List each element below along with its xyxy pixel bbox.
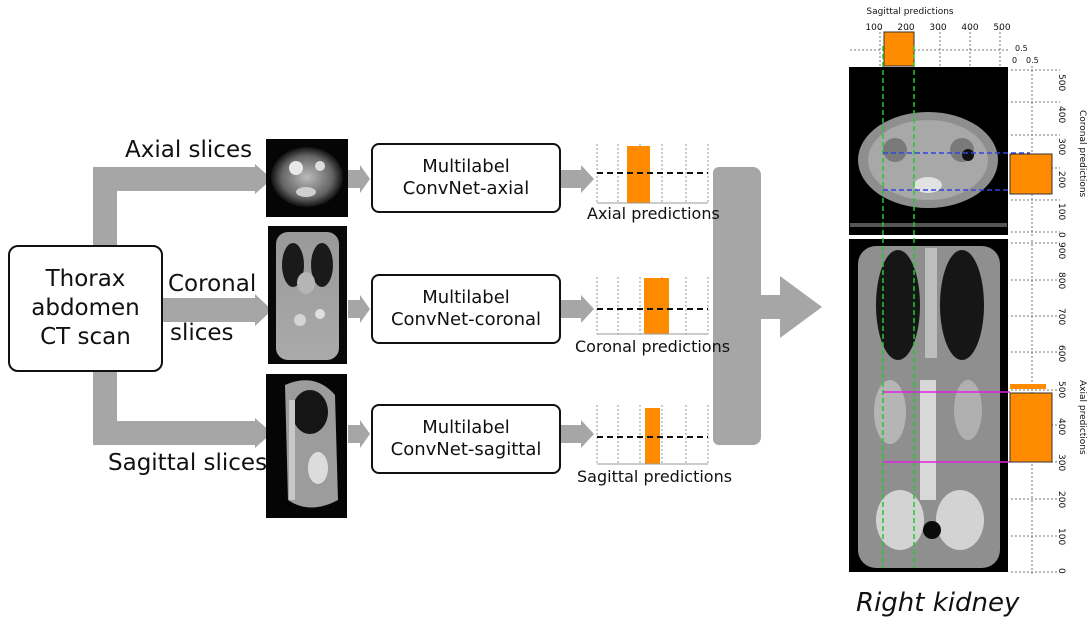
axial-tick: 600 — [1056, 345, 1066, 362]
sagittal-prediction-plot — [596, 405, 709, 465]
coronal-tick: 300 — [1056, 138, 1066, 155]
axial-thumbnail — [266, 139, 348, 217]
coronal-tick: 400 — [1056, 106, 1066, 123]
convnet-sagittal-line-1: Multilabel — [422, 416, 510, 438]
convnet-axial-line-2: ConvNet-axial — [402, 178, 530, 199]
right-bottom-title: Axial predictions — [1077, 380, 1087, 455]
axial-tick: 800 — [1056, 272, 1066, 289]
axial-tick: 400 — [1056, 418, 1066, 435]
top-tick: 300 — [929, 23, 946, 33]
result-axial-image — [849, 67, 1008, 235]
top-tick: 500 — [993, 23, 1010, 33]
coronal-tick: 100 — [1056, 203, 1066, 220]
convnet-axial-line-1: Multilabel — [422, 155, 510, 177]
coronal-slices-label-2: slices — [170, 320, 234, 346]
axial-tick: 200 — [1056, 491, 1066, 508]
coronal-tick: 200 — [1056, 171, 1066, 188]
top-tick: 100 — [865, 23, 882, 33]
sagittal-thumbnail — [266, 374, 347, 518]
result-panel: Sagittal predictions 100 200 300 400 500… — [849, 7, 1087, 574]
coronal-predictions-label: Coronal predictions — [575, 337, 731, 356]
input-line-2: abdomen — [31, 295, 140, 322]
result-coronal-image — [849, 239, 1008, 572]
coronal-prediction-bar — [644, 278, 669, 334]
axial-tick: 0 — [1056, 568, 1066, 574]
flow-arrows — [93, 164, 822, 448]
coronal-thumbnail — [268, 226, 347, 364]
convnet-axial-box: Multilabel ConvNet-axial — [371, 143, 561, 213]
convnet-coronal-box: Multilabel ConvNet-coronal — [371, 274, 561, 344]
convnet-sagittal-box: Multilabel ConvNet-sagittal — [371, 404, 561, 474]
axial-tick: 500 — [1056, 381, 1066, 398]
top-prob-tick: 0.5 — [1026, 56, 1039, 65]
input-ct-scan-box: Thorax abdomen CT scan — [8, 245, 163, 372]
input-line-1: Thorax — [45, 266, 126, 293]
coronal-slices-label-1: Coronal — [168, 271, 257, 297]
top-prob-tick: 0 — [1012, 56, 1017, 65]
coronal-tick: 0 — [1056, 232, 1066, 238]
coronal-tick: 500 — [1056, 74, 1066, 91]
axial-prediction-bar — [627, 146, 650, 203]
top-tick: 400 — [961, 23, 978, 33]
axial-tick: 100 — [1056, 528, 1066, 545]
convnet-coronal-line-1: Multilabel — [422, 286, 510, 308]
right-axial-bar-spike — [1010, 384, 1046, 389]
axial-prediction-plot — [596, 144, 709, 204]
right-axial-bar — [1009, 392, 1053, 463]
input-line-3: CT scan — [40, 323, 131, 350]
convnet-sagittal-line-2: ConvNet-sagittal — [390, 439, 542, 460]
top-sagittal-axis — [850, 28, 1008, 66]
sagittal-predictions-label: Sagittal predictions — [577, 467, 733, 486]
top-sagittal-bar — [883, 31, 915, 67]
result-caption: Right kidney — [856, 588, 1020, 618]
axial-tick: 700 — [1056, 308, 1066, 325]
axial-slices-label: Axial slices — [125, 137, 253, 163]
right-top-title: Coronal predictions — [1077, 110, 1087, 198]
convnet-coronal-line-2: ConvNet-coronal — [390, 309, 542, 330]
coronal-prediction-plot — [596, 277, 709, 335]
axial-predictions-label: Axial predictions — [587, 204, 720, 223]
right-coronal-bar — [1009, 153, 1053, 195]
top-title: Sagittal predictions — [866, 7, 954, 17]
top-tick: 200 — [897, 23, 914, 33]
top-prob-tick: 0.5 — [1015, 44, 1028, 53]
sagittal-slices-label: Sagittal slices — [108, 450, 268, 476]
axial-tick: 900 — [1056, 242, 1066, 259]
axial-tick: 300 — [1056, 454, 1066, 471]
